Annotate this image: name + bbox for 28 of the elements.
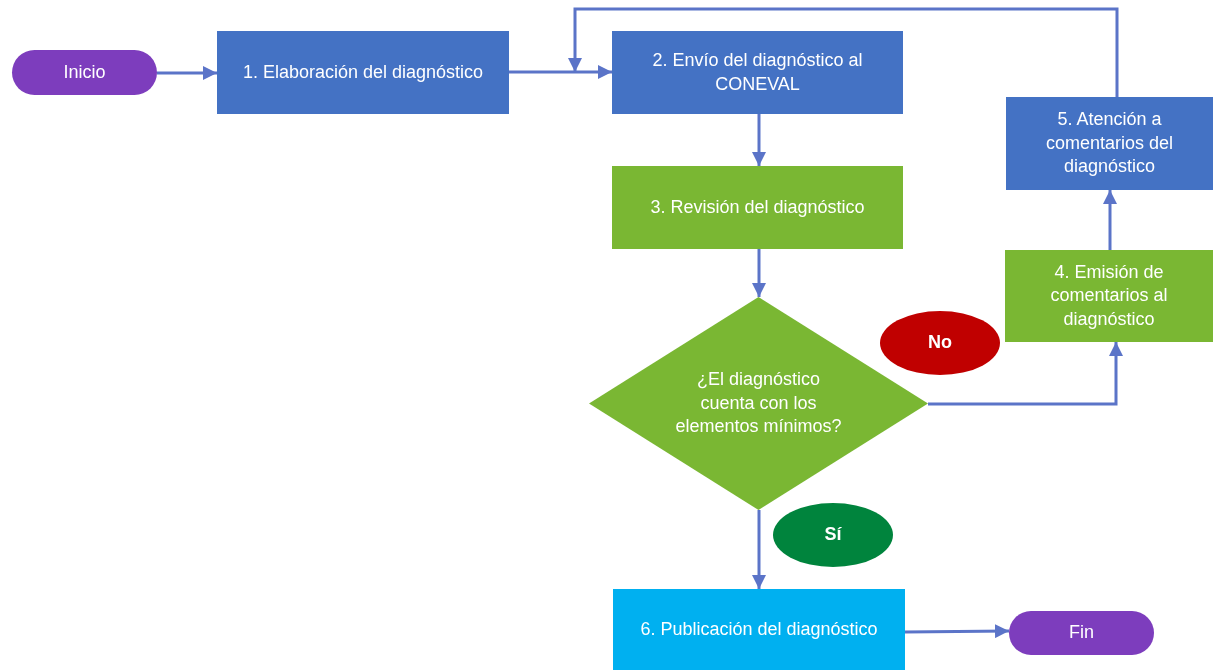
node-label: 4. Emisión de comentarios al diagnóstico — [1049, 260, 1169, 331]
node-label: 5. Atención a comentarios del diagnóstico — [1044, 108, 1175, 179]
process-box — [217, 31, 509, 114]
end-terminal — [1009, 611, 1154, 655]
arrow — [157, 66, 217, 80]
node-label: Fin — [1069, 621, 1094, 645]
node-label: Sí — [824, 523, 842, 547]
process-box — [612, 166, 903, 249]
node-label: 2. Envío del diagnóstico al CONEVAL — [651, 49, 864, 96]
arrow — [752, 114, 766, 166]
process-box — [612, 31, 903, 114]
node-label: Inicio — [63, 60, 106, 84]
node-label: 3. Revisión del diagnóstico — [650, 195, 865, 219]
process-box — [1006, 97, 1213, 190]
start-terminal — [12, 50, 157, 95]
arrow — [1103, 190, 1117, 250]
arrow — [568, 7, 1119, 97]
arrow — [928, 342, 1123, 406]
arrow — [509, 65, 612, 79]
node-label: ¿El diagnóstico cuenta con los elementos mínimos? — [674, 368, 843, 439]
arrow — [905, 624, 1009, 639]
node-label: No — [928, 331, 952, 355]
process-box — [613, 589, 905, 670]
arrow — [752, 510, 766, 589]
process-box — [1005, 250, 1213, 342]
node-label: 6. Publicación del diagnóstico — [640, 617, 878, 641]
node-label: 1. Elaboración del diagnóstico — [242, 60, 484, 84]
arrow — [752, 249, 766, 297]
